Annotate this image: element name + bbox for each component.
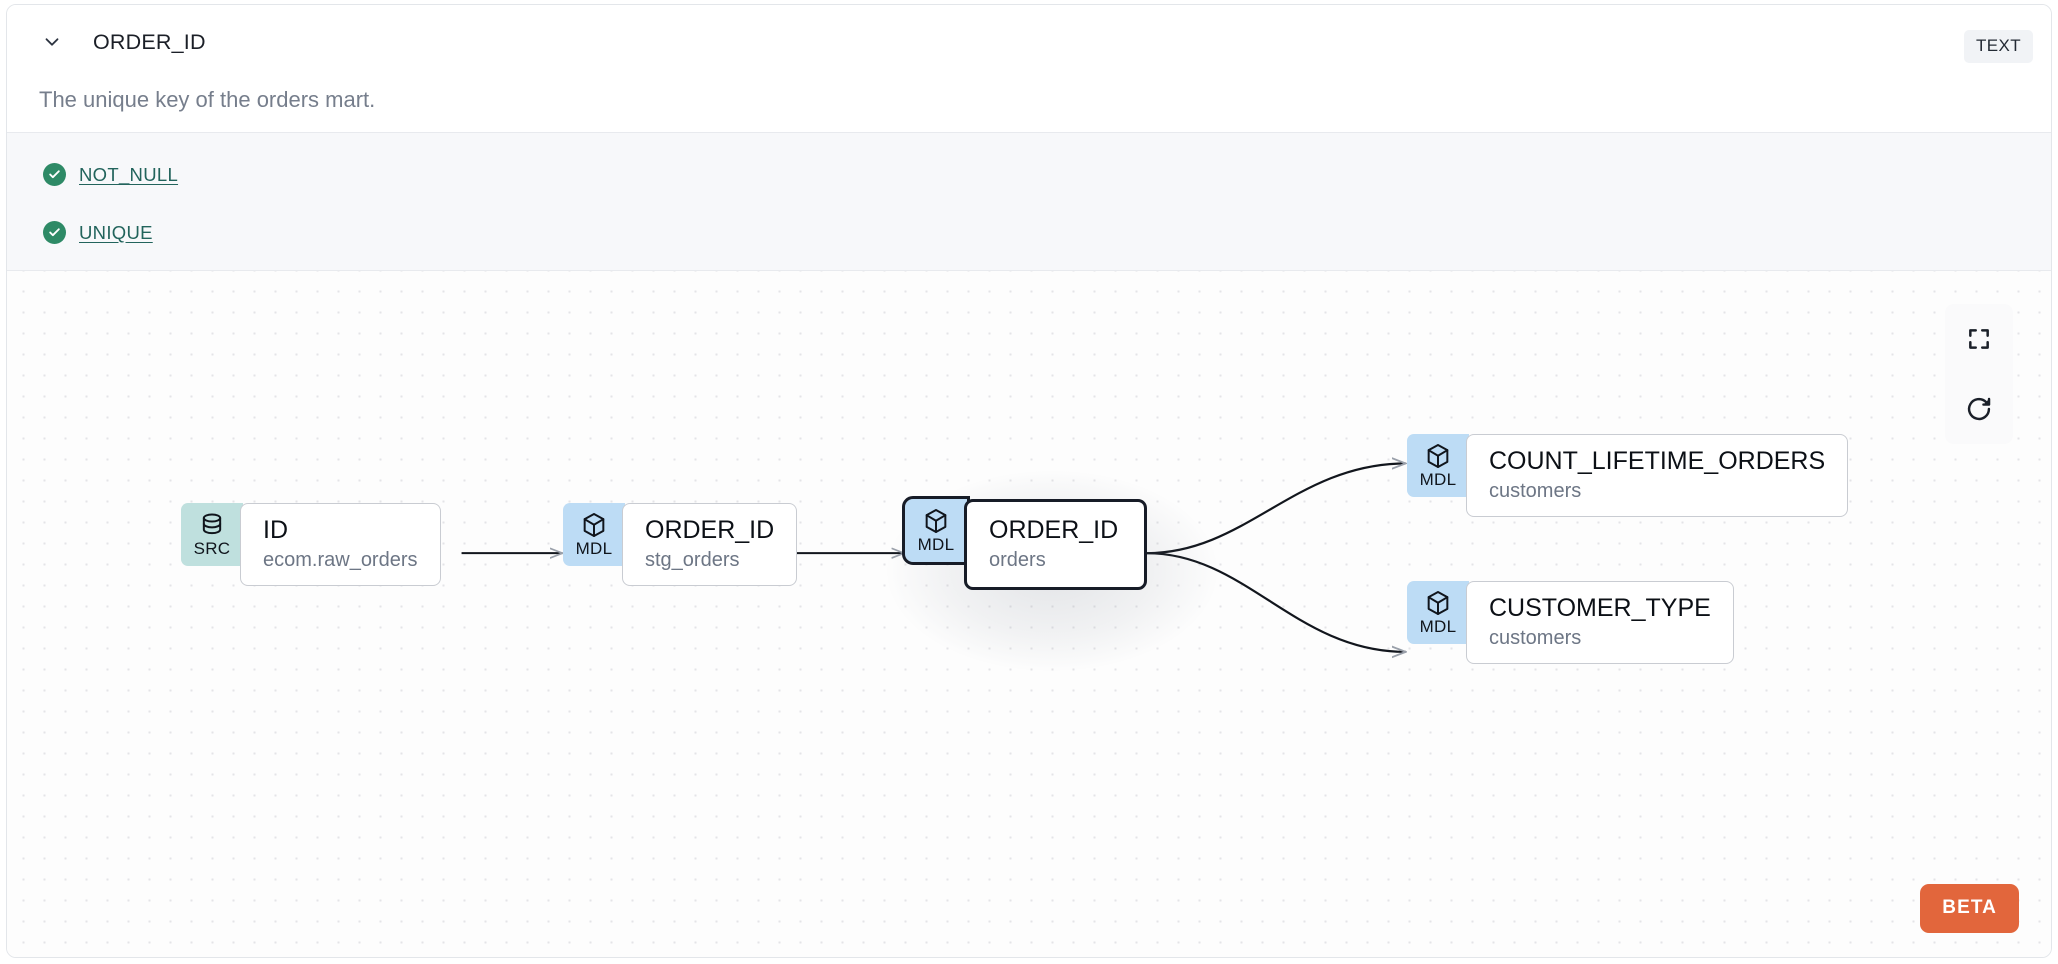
edge-orders-to-customer-type xyxy=(1146,552,1406,652)
node-badge-label: MDL xyxy=(1419,617,1457,636)
fit-view-button[interactable] xyxy=(1945,304,2013,374)
canvas-controls xyxy=(1945,304,2013,444)
node-name: COUNT_LIFETIME_ORDERS xyxy=(1489,447,1826,475)
lineage-node-orders-selected[interactable]: MDL ORDER_ID orders xyxy=(902,496,1148,590)
beta-badge[interactable]: BETA xyxy=(1920,884,2019,933)
node-badge-label: MDL xyxy=(1419,470,1457,489)
lineage-node-stg-orders[interactable]: MDL ORDER_ID stg_orders xyxy=(563,503,798,586)
node-name: ORDER_ID xyxy=(989,516,1119,544)
refresh-icon xyxy=(1965,395,1993,423)
test-label[interactable]: UNIQUE xyxy=(79,221,153,243)
node-name: ORDER_ID xyxy=(645,516,775,544)
test-item-not-null[interactable]: NOT_NULL xyxy=(43,163,178,186)
node-subtitle: customers xyxy=(1489,626,1582,649)
node-badge-mdl: MDL xyxy=(902,496,970,565)
node-body: ID ecom.raw_orders xyxy=(240,503,441,586)
lineage-node-src-id[interactable]: SRC ID ecom.raw_orders xyxy=(181,503,441,586)
edge-orders-to-count-lifetime-orders xyxy=(1146,463,1406,555)
column-description: The unique key of the orders mart. xyxy=(39,87,376,112)
node-body: ORDER_ID stg_orders xyxy=(622,503,798,586)
test-item-unique[interactable]: UNIQUE xyxy=(43,221,153,244)
check-circle-icon xyxy=(43,163,66,186)
node-badge-mdl: MDL xyxy=(1407,434,1469,497)
title-row: ORDER_ID xyxy=(39,29,206,55)
lineage-edges xyxy=(461,271,2051,957)
test-label[interactable]: NOT_NULL xyxy=(79,163,179,185)
node-name: ID xyxy=(263,516,288,544)
node-badge-label: MDL xyxy=(917,535,955,554)
lineage-node-customer-type[interactable]: MDL CUSTOMER_TYPE customers xyxy=(1407,581,1734,664)
refresh-button[interactable] xyxy=(1945,374,2013,444)
node-badge-mdl: MDL xyxy=(1407,581,1469,644)
column-type-badge: TEXT xyxy=(1963,30,2033,63)
node-subtitle: customers xyxy=(1489,479,1582,502)
check-circle-icon xyxy=(43,221,66,244)
node-badge-label: SRC xyxy=(193,539,231,558)
node-body: ORDER_ID orders xyxy=(964,499,1148,590)
page-title: ORDER_ID xyxy=(93,29,206,54)
node-badge-src: SRC xyxy=(181,503,243,566)
node-body: COUNT_LIFETIME_ORDERS customers xyxy=(1466,434,1849,517)
tests-section: NOT_NULL UNIQUE xyxy=(7,132,2051,271)
node-subtitle: ecom.raw_orders xyxy=(263,548,418,571)
node-body: CUSTOMER_TYPE customers xyxy=(1466,581,1734,664)
lineage-node-count-lifetime-orders[interactable]: MDL COUNT_LIFETIME_ORDERS customers xyxy=(1407,434,1849,517)
node-subtitle: orders xyxy=(989,548,1046,571)
chevron-down-icon[interactable] xyxy=(39,29,65,55)
node-name: CUSTOMER_TYPE xyxy=(1489,594,1711,622)
card-header: ORDER_ID TEXT The unique key of the orde… xyxy=(7,5,2051,132)
node-badge-label: MDL xyxy=(575,539,613,558)
node-subtitle: stg_orders xyxy=(645,548,740,571)
node-badge-mdl: MDL xyxy=(563,503,625,566)
column-detail-card: ORDER_ID TEXT The unique key of the orde… xyxy=(6,4,2052,958)
lineage-canvas[interactable]: SRC ID ecom.raw_orders MDL ORDER_ID stg_ xyxy=(7,271,2051,957)
fit-view-icon xyxy=(1966,326,1992,352)
